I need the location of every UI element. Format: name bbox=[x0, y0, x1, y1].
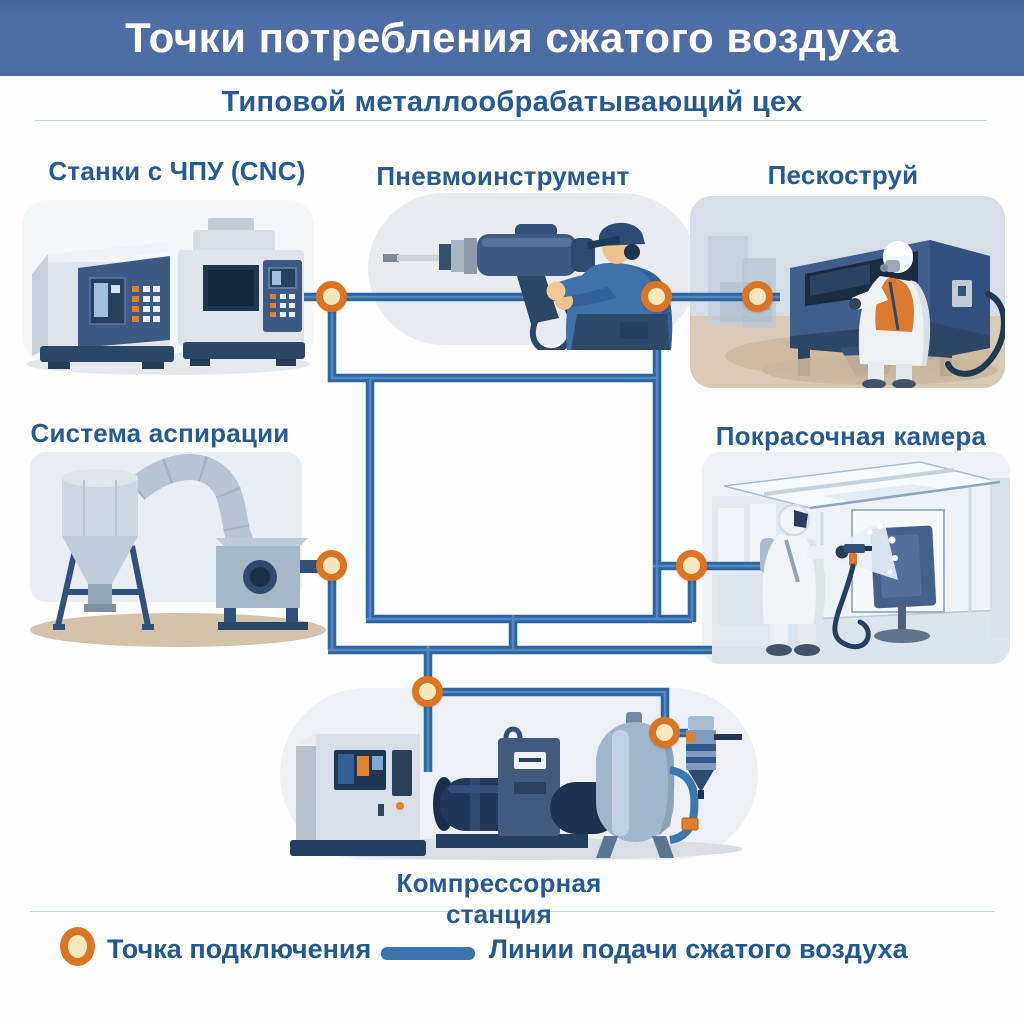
connection-node-filter bbox=[649, 717, 680, 748]
legend-supply-lines-label: Линии подачи сжатого воздуха bbox=[489, 934, 908, 964]
paint-booth-illustration bbox=[760, 504, 937, 656]
pneumatic-tool-illustration bbox=[383, 222, 673, 350]
legend-supply-line-icon bbox=[381, 947, 475, 960]
section-title-sandblast: Пескоструй bbox=[767, 160, 919, 190]
legend-divider bbox=[30, 911, 995, 912]
section-title-aspiration: Система аспирации bbox=[30, 418, 290, 448]
connection-node-sandblast bbox=[742, 281, 773, 312]
section-title-paint: Покрасочная камера bbox=[715, 421, 987, 451]
legend-connection-point-label: Точка подключения bbox=[107, 934, 372, 964]
section-title-compressor: Компрессорная станция bbox=[396, 868, 602, 929]
header-band: Точки потребления сжатого воздуха bbox=[0, 0, 1024, 76]
subtitle-divider bbox=[35, 120, 987, 121]
connection-node-cnc bbox=[316, 281, 347, 312]
cnc-machines-illustration bbox=[26, 218, 310, 375]
page-title: Точки потребления сжатого воздуха bbox=[125, 14, 899, 61]
compressor-illustration bbox=[290, 712, 743, 860]
connection-node-compressor bbox=[412, 676, 443, 707]
sandblast-illustration bbox=[762, 240, 1005, 388]
subtitle: Типовой металлообрабатывающий цех bbox=[221, 86, 803, 118]
section-title-pneumatic: Пневмоинструмент bbox=[376, 161, 630, 191]
legend-connection-node-icon bbox=[60, 927, 95, 966]
aspiration-illustration bbox=[30, 454, 326, 647]
section-title-cnc: Станки с ЧПУ (CNC) bbox=[48, 156, 306, 186]
connection-node-main-line bbox=[641, 281, 672, 312]
connection-node-paint bbox=[676, 550, 707, 581]
connection-node-aspiration bbox=[316, 550, 347, 581]
